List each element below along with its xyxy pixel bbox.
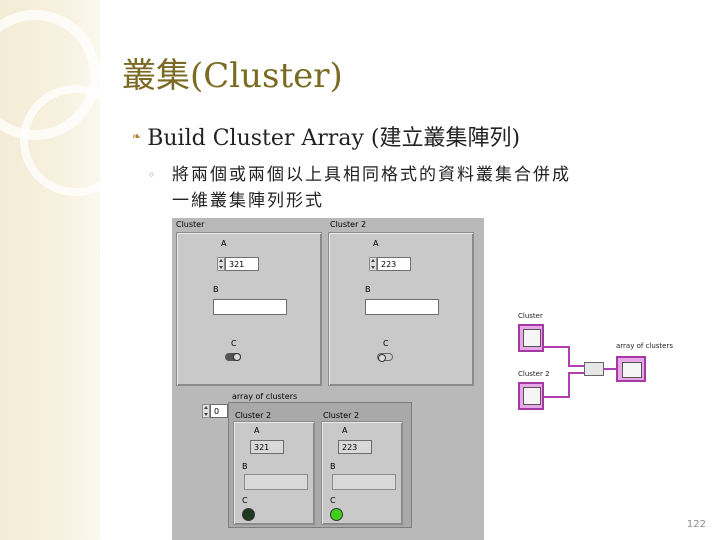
string-label: B (242, 462, 248, 471)
string-indicator (244, 474, 308, 490)
boolean-label: C (231, 339, 237, 348)
labview-front-panel: Cluster A 321 B C Cluster 2 A 223 B C ar… (172, 218, 484, 540)
bullet-level1-text: Build Cluster Array (建立叢集陣列) (147, 126, 521, 151)
boolean-label: C (330, 496, 336, 505)
labview-block-diagram: Cluster Cluster 2 array of clusters (512, 310, 692, 420)
ring-bullet-icon: ◦ (148, 168, 156, 182)
numeric-label: A (373, 239, 379, 248)
terminal-label: Cluster (518, 312, 543, 320)
switch-knob (378, 354, 386, 362)
numeric-control[interactable]: 223 (377, 257, 411, 271)
array-index[interactable]: 0 (210, 404, 228, 418)
array-terminal-icon (622, 362, 642, 378)
array-element-label: Cluster 2 (235, 411, 272, 420)
wire[interactable] (568, 346, 570, 366)
increment-decrement-icon[interactable] (217, 257, 225, 271)
wire[interactable] (568, 372, 584, 374)
wire[interactable] (568, 365, 584, 367)
wire[interactable] (604, 368, 616, 370)
boolean-switch[interactable] (377, 353, 393, 362)
boolean-switch[interactable] (225, 353, 241, 361)
numeric-label: A (254, 426, 260, 435)
cluster-terminal[interactable] (518, 382, 544, 410)
array-indicator: Cluster 2 A 321 B C Cluster 2 A 223 B C (228, 402, 412, 528)
bullet-level2-line1: 將兩個或兩個以上具相同格式的資料叢集合併成 (172, 165, 571, 185)
numeric-indicator: 321 (250, 440, 284, 454)
numeric-indicator: 223 (338, 440, 372, 454)
led-indicator-off (242, 508, 255, 521)
leaf-bullet-icon: ❧ (132, 129, 142, 143)
array-label: array of clusters (232, 392, 298, 401)
switch-knob (233, 353, 241, 361)
wire[interactable] (544, 346, 570, 348)
string-label: B (330, 462, 336, 471)
string-label: B (365, 285, 371, 294)
wire[interactable] (568, 372, 570, 398)
array-indicator-terminal[interactable] (616, 356, 646, 382)
numeric-control[interactable]: 321 (225, 257, 259, 271)
page-number: 122 (686, 519, 706, 530)
string-label: B (213, 285, 219, 294)
bullet-level2-line2: 一維叢集陣列形式 (172, 191, 324, 211)
wire[interactable] (544, 396, 570, 398)
build-array-function-icon[interactable] (584, 362, 604, 376)
string-control[interactable] (213, 299, 287, 315)
terminal-label: array of clusters (616, 342, 674, 350)
decorative-ring (20, 85, 131, 196)
slide-title: 叢集(Cluster) (122, 56, 343, 96)
cluster-control[interactable]: A 223 B C (328, 232, 474, 386)
boolean-label: C (383, 339, 389, 348)
cluster-label: Cluster (176, 220, 205, 229)
bullet-level1: ❧ Build Cluster Array (建立叢集陣列) (132, 120, 520, 152)
cluster-terminal-icon (523, 387, 541, 405)
increment-decrement-icon[interactable] (369, 257, 377, 271)
array-element-cluster: A 223 B C (321, 421, 403, 525)
array-element-label: Cluster 2 (323, 411, 360, 420)
numeric-label: A (342, 426, 348, 435)
boolean-label: C (242, 496, 248, 505)
cluster-terminal-icon (523, 329, 541, 347)
led-indicator-on (330, 508, 343, 521)
numeric-label: A (221, 239, 227, 248)
cluster-control[interactable]: A 321 B C (176, 232, 322, 386)
increment-decrement-icon[interactable] (202, 404, 210, 418)
terminal-label: Cluster 2 (518, 370, 550, 378)
cluster-terminal[interactable] (518, 324, 544, 352)
string-indicator (332, 474, 396, 490)
array-element-cluster: A 321 B C (233, 421, 315, 525)
cluster-label: Cluster 2 (330, 220, 367, 229)
string-control[interactable] (365, 299, 439, 315)
